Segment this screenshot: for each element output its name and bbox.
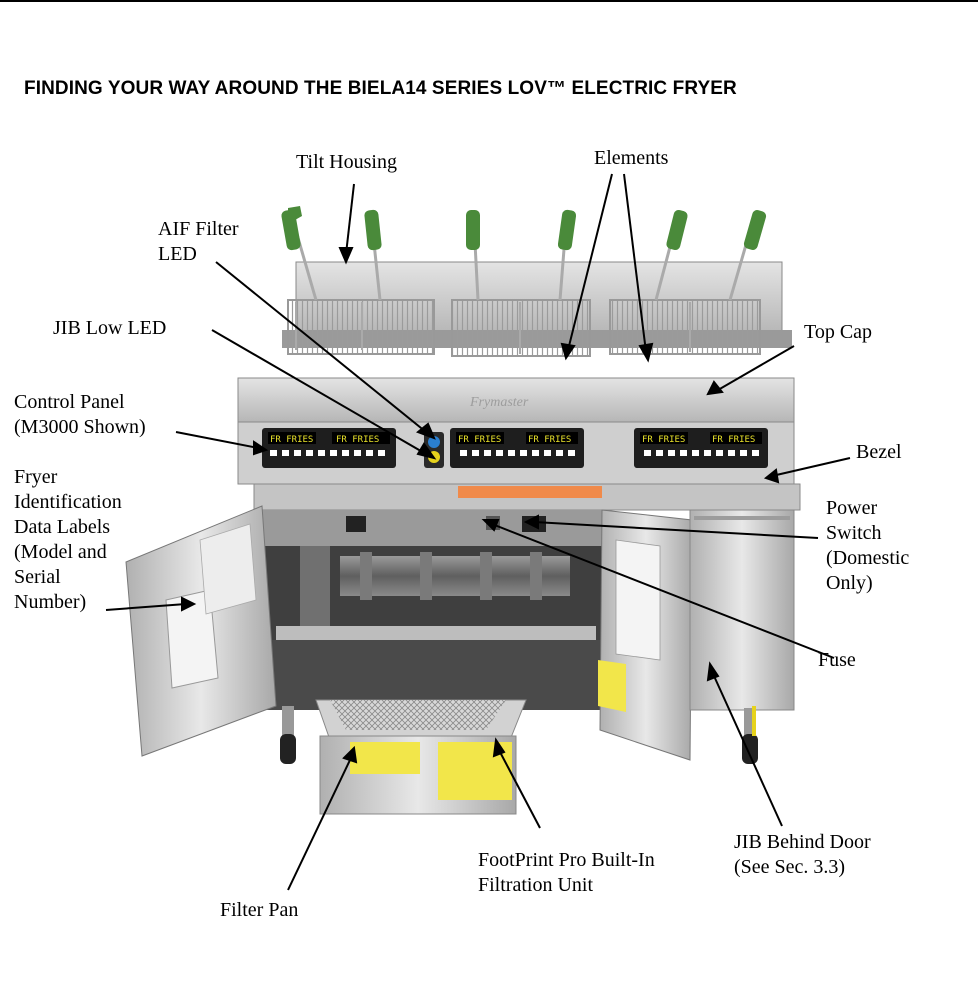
arrow-jib-low-led: [211, 329, 427, 455]
controller-display-right-b: FR FRIES: [712, 435, 755, 445]
arrow-control-panel: [175, 431, 259, 449]
arrow-jib-behind-door: [713, 675, 783, 827]
aif-filter-led: [428, 436, 440, 448]
label-power-switch: Power Switch (Domestic Only): [826, 497, 910, 594]
label-jib-behind-door: JIB Behind Door (See Sec. 3.3): [734, 831, 871, 878]
filter-pan-label-left: [350, 742, 420, 774]
left-door: [125, 505, 277, 757]
arrow-fryer-labels: [105, 603, 187, 611]
label-bezel: Bezel: [856, 441, 902, 463]
leader-lines: [105, 173, 851, 891]
arrow-elements-2: [623, 173, 647, 353]
right-cabinet: [689, 509, 795, 711]
controller-left: FR FRIES FR FRIES: [262, 428, 396, 468]
label-filter-pan: Filter Pan: [220, 899, 299, 921]
label-jib-low-led: JIB Low LED: [53, 317, 167, 339]
brand-logo: Frymaster: [469, 395, 529, 410]
basket-right: [609, 209, 767, 355]
controller-display-left-a: FR FRIES: [270, 435, 313, 445]
casters: [280, 706, 758, 764]
label-control-panel: Control Panel (M3000 Shown): [14, 391, 146, 438]
top-rule: [0, 0, 978, 2]
label-aif-filter-led: AIF Filter LED: [158, 218, 239, 265]
page-title: FINDING YOUR WAY AROUND THE BIELA14 SERI…: [24, 78, 737, 99]
controller-middle: FR FRIES FR FRIES: [450, 428, 584, 468]
controller-display-right-a: FR FRIES: [642, 435, 685, 445]
right-door: [598, 509, 693, 761]
label-footprint-pro: FootPrint Pro Built-In Filtration Unit: [478, 849, 655, 896]
yellow-label-door: [598, 660, 626, 712]
arrow-bezel: [771, 457, 851, 477]
cabinet-interior: [262, 510, 602, 710]
warning-label-orange: [458, 486, 602, 498]
top-cap: [237, 377, 795, 423]
data-labels: [165, 589, 219, 689]
label-fuse: Fuse: [818, 649, 856, 671]
arrow-power-switch: [533, 521, 819, 539]
arrow-aif-filter-led: [215, 261, 427, 433]
label-fryer-id: Fryer Identification Data Labels (Model …: [14, 466, 122, 613]
arrow-filter-pan: [287, 759, 351, 891]
fry-baskets: [281, 206, 767, 357]
controller-display-middle-a: FR FRIES: [458, 435, 501, 445]
arrow-footprint-pro: [499, 751, 541, 829]
arrow-elements-1: [567, 173, 613, 351]
label-top-cap: Top Cap: [804, 321, 873, 343]
label-elements: Elements: [594, 147, 669, 169]
arrow-top-cap: [717, 345, 795, 391]
basket-left: [281, 206, 435, 355]
basket-middle: [451, 209, 591, 357]
controller-display-middle-b: FR FRIES: [528, 435, 571, 445]
arrow-fuse: [491, 523, 835, 659]
controller-display-left-b: FR FRIES: [336, 435, 379, 445]
arrow-tilt-housing: [345, 183, 355, 255]
controller-right: FR FRIES FR FRIES: [634, 428, 768, 468]
label-tilt-housing: Tilt Housing: [296, 151, 397, 173]
